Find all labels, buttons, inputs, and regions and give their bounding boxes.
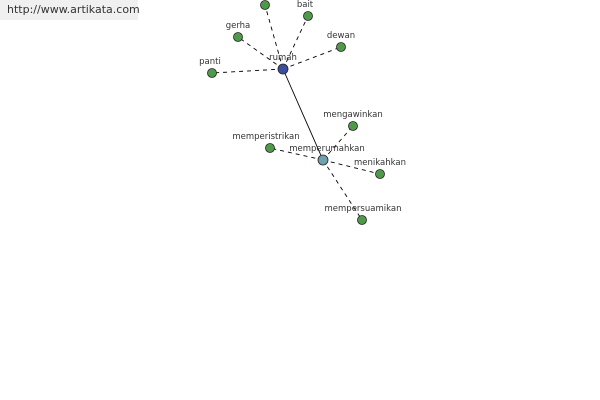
node-label-rumah: rumah <box>269 53 297 63</box>
node-gerha[interactable]: gerha <box>226 21 251 42</box>
node-dot-menikahkan[interactable] <box>375 169 385 179</box>
node-dot-memperistrikan[interactable] <box>265 143 275 153</box>
edge-rumah-dewan <box>282 46 342 70</box>
node-label-mengawinkan: mengawinkan <box>323 110 383 120</box>
edge-memperumahkan-memperistrikan <box>269 147 324 161</box>
node-label-bait: bait <box>297 0 314 10</box>
node-rumah[interactable]: rumah <box>269 53 297 75</box>
edge-rumah-top <box>264 4 284 70</box>
node-dot-panti[interactable] <box>207 68 217 78</box>
edge-memperumahkan-mengawinkan <box>322 125 354 161</box>
node-label-dewan: dewan <box>327 31 355 41</box>
edges-layer <box>211 4 381 221</box>
node-label-memperumahkan: memperumahkan <box>289 144 365 154</box>
edge-memperumahkan-mempersuamikan <box>322 159 363 221</box>
node-dot-mengawinkan[interactable] <box>348 121 358 131</box>
node-mempersuamikan[interactable]: mempersuamikan <box>325 204 402 225</box>
site-url-link[interactable]: http://www.artikata.com <box>0 0 140 20</box>
node-label-gerha: gerha <box>226 21 251 31</box>
node-menikahkan[interactable]: menikahkan <box>354 158 406 179</box>
node-dewan[interactable]: dewan <box>327 31 355 52</box>
node-bait[interactable]: bait <box>297 0 314 21</box>
node-label-mempersuamikan: mempersuamikan <box>325 204 402 214</box>
node-memperumahkan[interactable]: memperumahkan <box>289 144 365 166</box>
node-dot-dewan[interactable] <box>336 42 346 52</box>
edge-rumah-panti <box>211 68 284 74</box>
edge-rumah-gerha <box>237 36 284 70</box>
node-dot-bait[interactable] <box>303 11 313 21</box>
edge-rumah-bait <box>282 15 309 70</box>
node-label-memperistrikan: memperistrikan <box>232 132 299 142</box>
node-dot-mempersuamikan[interactable] <box>357 215 367 225</box>
nodes-layer: rumah memperumahkan bait gerha dewan panti men… <box>199 0 406 225</box>
node-mengawinkan[interactable]: mengawinkan <box>323 110 383 131</box>
edge-memperumahkan-menikahkan <box>322 159 381 175</box>
node-memperistrikan[interactable]: memperistrikan <box>232 132 300 153</box>
edge-rumah-memperumahkan <box>282 68 324 161</box>
node-panti[interactable]: panti <box>199 57 221 78</box>
node-dot-rumah[interactable] <box>277 63 289 75</box>
node-top[interactable] <box>260 0 270 10</box>
node-dot-gerha[interactable] <box>233 32 243 42</box>
node-dot-top[interactable] <box>260 0 270 10</box>
node-label-panti: panti <box>199 57 221 67</box>
node-dot-memperumahkan[interactable] <box>317 154 329 166</box>
node-label-menikahkan: menikahkan <box>354 158 406 168</box>
